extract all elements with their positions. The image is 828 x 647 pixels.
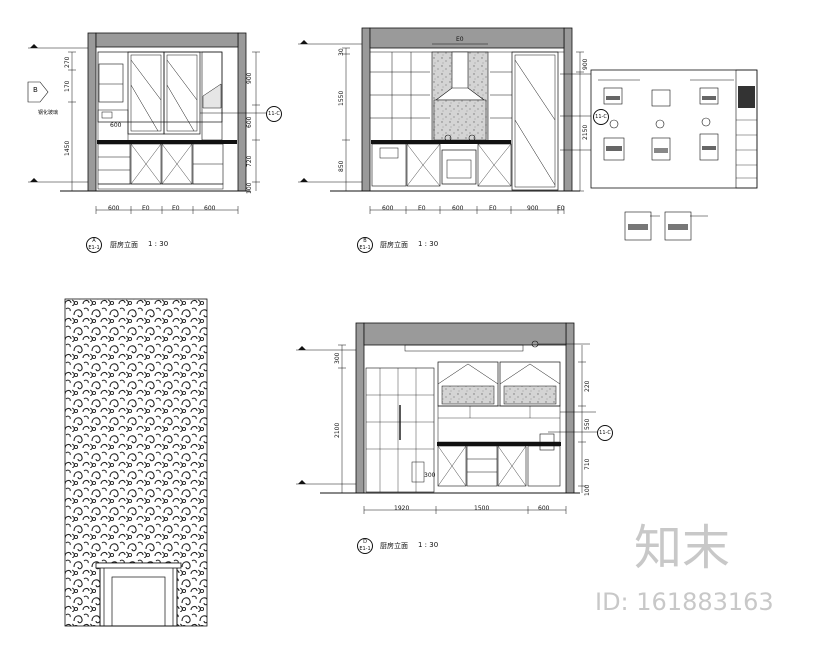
elevation-a-glass-door-2 xyxy=(163,51,201,135)
elevation-a-dim-right-3: 720 xyxy=(246,155,253,167)
elevation-b-dim-left-2: 1550 xyxy=(338,90,345,106)
elevation-a-title: 厨房立面 xyxy=(110,241,138,249)
elevation-b-title: 厨房立面 xyxy=(380,241,408,249)
elevation-b-dim-bottom-5: 900 xyxy=(527,205,539,212)
elevation-a-dim-bottom-1: 600 xyxy=(108,205,120,212)
elevation-a-dim-right-2: 600 xyxy=(246,116,253,128)
elevation-a-dim-bottom-3: E0 xyxy=(172,205,180,212)
elevation-b-dim-bottom-4: E0 xyxy=(489,205,497,212)
elevation-d-dim-left-2: 2100 xyxy=(334,422,341,438)
elevation-d-dim-right-2: 550 xyxy=(584,418,591,430)
elevation-a-dim-bottom-2: E0 xyxy=(142,205,150,212)
elevation-b-scale: 1 : 30 xyxy=(418,240,439,248)
elevation-d-title: 厨房立面 xyxy=(380,542,408,550)
detail-sheet xyxy=(590,69,758,241)
elevation-b-range-hood xyxy=(451,51,469,91)
elevation-d-dim-left-1: 300 xyxy=(334,352,341,364)
elevation-b-dim-bottom-6: E0 xyxy=(557,205,565,212)
elevation-b-dim-bottom-3: 600 xyxy=(452,205,464,212)
elevation-a-side-marker xyxy=(27,81,49,103)
elevation-a-dim-left-1: 270 xyxy=(64,56,71,68)
elevation-d-dim-bottom-3: 600 xyxy=(538,505,550,512)
elevation-d-dim-right-1: 220 xyxy=(584,380,591,392)
elevation-b-oven xyxy=(441,149,477,185)
elevation-a-side-marker-label: B xyxy=(33,86,38,94)
elevation-b-tall-cabinet xyxy=(511,51,559,191)
elevation-d-sink-cabinet xyxy=(527,445,561,487)
elevation-d xyxy=(296,322,600,514)
elevation-d-dim-bottom-2: 1500 xyxy=(474,505,490,512)
elevation-a-scale: 1 : 30 xyxy=(148,240,169,248)
elevation-a-countertop xyxy=(97,140,237,144)
elevation-b-dim-bottom-2: E0 xyxy=(418,205,426,212)
elevation-d-dim-right-3: 710 xyxy=(584,458,591,470)
elevation-b-dim-right-2: 2150 xyxy=(582,124,589,140)
elevation-b-dim-left-1: 30 xyxy=(338,48,345,56)
elevation-a-dim-left-3: 1450 xyxy=(64,140,71,156)
elevation-a-wall-left xyxy=(87,32,97,192)
elevation-a xyxy=(27,32,266,214)
elevation-a-dim-right-4: 100 xyxy=(246,182,253,194)
elevation-b-dim-left-3: 850 xyxy=(338,160,345,172)
elevation-b-dim-right-1: 900 xyxy=(582,58,589,70)
elevation-a-ceiling xyxy=(95,32,239,48)
elevation-a-dim-right-1: 900 xyxy=(246,72,253,84)
elevation-a-wall-right xyxy=(237,32,247,192)
elevation-d-dim-bottom-1: 1920 xyxy=(394,505,410,512)
elevation-d-dim-right-4: 100 xyxy=(584,484,591,496)
watermark-logo: 知末 xyxy=(634,520,731,576)
elevation-a-dim-bottom-4: 600 xyxy=(204,205,216,212)
elevation-a-dim-left-2: 170 xyxy=(64,80,71,92)
elevation-d-detail-tag: 11-C xyxy=(597,425,613,441)
elevation-a-upper-left xyxy=(98,63,124,103)
elevation-d-inner-dim: 300 xyxy=(424,472,436,479)
elevation-b-top-dim: E0 xyxy=(456,36,464,43)
fireplace-surround xyxy=(99,562,178,627)
elevation-d-door-opening xyxy=(365,367,435,493)
elevation-a-detail-tag: 11-C xyxy=(266,106,282,122)
watermark-id: ID: 161883163 xyxy=(595,588,774,616)
elevation-b-detail-tag: 11-C xyxy=(593,109,609,125)
decor-wall-elevation xyxy=(64,298,208,627)
elevation-a-inner-dim: 600 xyxy=(110,122,122,129)
elevation-b-dim-bottom-1: 600 xyxy=(382,205,394,212)
elevation-d-scale: 1 : 30 xyxy=(418,541,439,549)
elevation-a-note: 钢化玻璃 xyxy=(38,110,59,116)
